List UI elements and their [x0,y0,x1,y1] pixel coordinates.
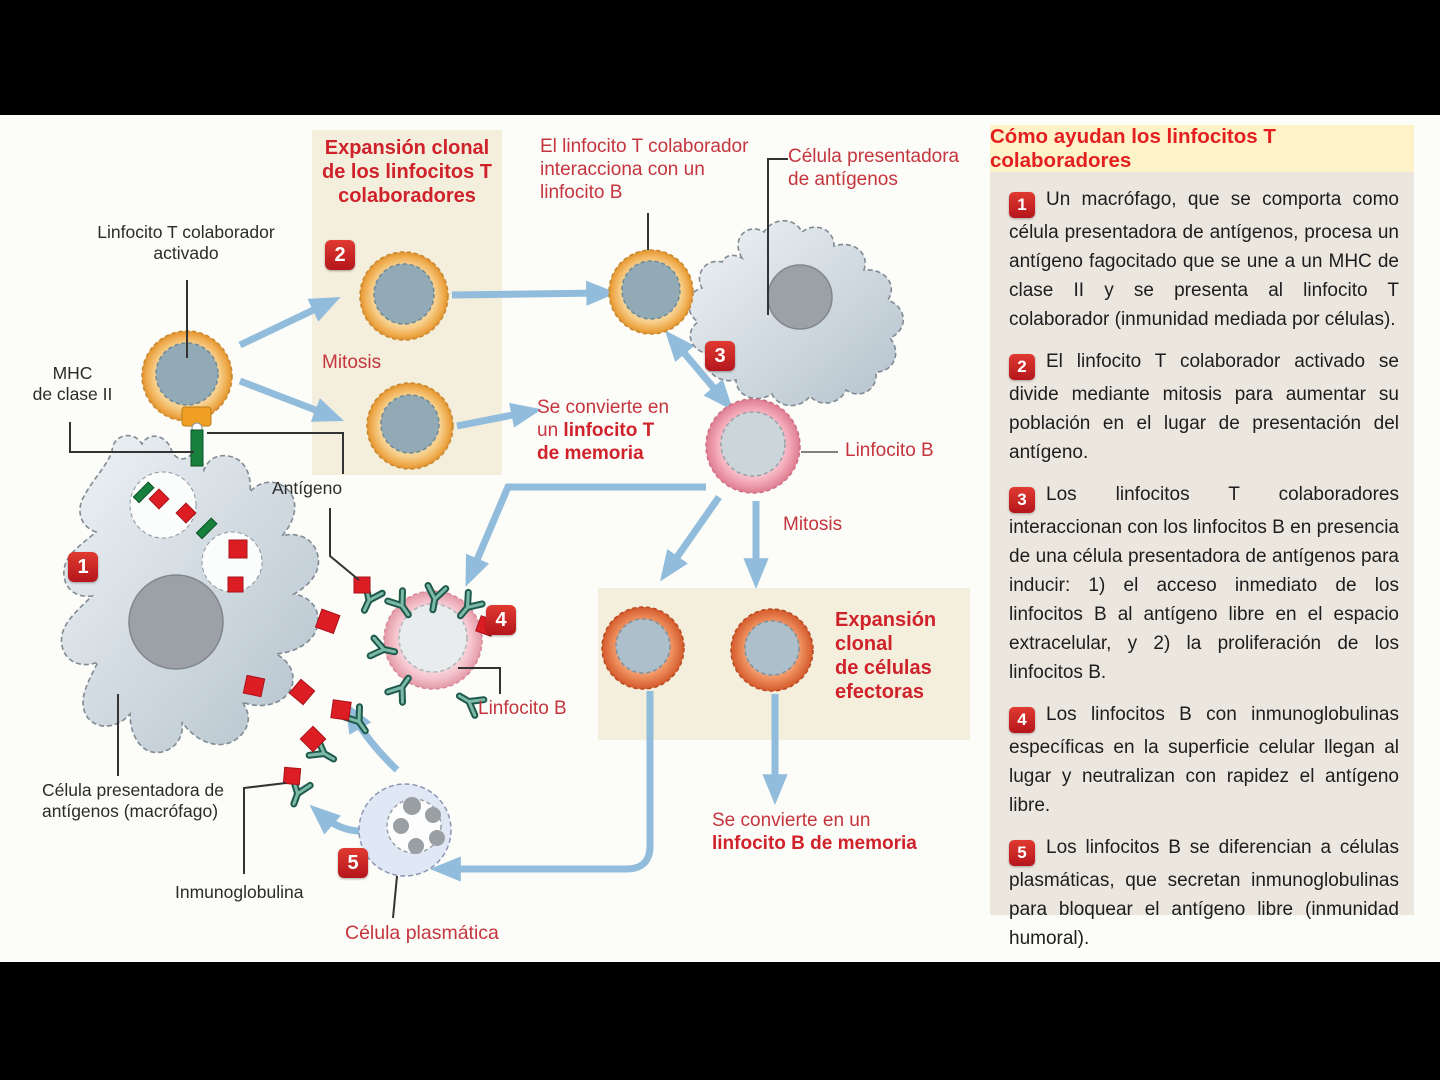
plasma-cell-granules [393,797,445,854]
memory-t-line2-bold: linfocito T [563,419,655,441]
panel-title: Cómo ayudan los linfocitos T colaborador… [990,124,1276,172]
panel-item-1-text: Un macrófago, que se comporta como célul… [1009,189,1399,330]
presented-antigen [190,429,204,467]
label-mhc: MHC de clase II [25,363,120,405]
antigen-mhc-fragment [195,517,218,540]
label-expansion-b: Expansión clonal de células efectoras [835,608,965,704]
expansion-b-line4: efectoras [835,681,924,703]
macrophage-cell [60,434,320,754]
label-mhc-line1: MHC [52,363,93,383]
arrow-t-to-clone2 [238,377,345,422]
label-linfocito-b-mid: Linfocito B [478,698,567,719]
expansion-b-line3: de células [835,657,932,679]
arrow-t-b-interaction [664,330,734,411]
antigen-mhc-fragment [132,481,155,504]
step-marker-2: 2 [325,240,355,270]
t-clone-cell-2 [366,382,454,470]
label-apc-bottom: Célula presentadora de antígenos (macróf… [42,780,224,821]
step-marker-5: 5 [338,848,368,878]
label-immunoglobulin: Inmunoglobulina [175,882,304,902]
label-apc-top: Célula presentadora de antígenos [788,146,960,190]
step-marker-4: 4 [486,605,516,635]
t-interacting-cell [608,249,694,335]
step-marker-1: 1 [68,552,98,582]
step-badge-1: 1 [1009,192,1035,218]
label-t-activated: Linfocito T colaborador activado [97,222,275,263]
label-connectors [69,158,788,919]
arrow-to-memory-t [456,402,542,430]
label-interaction: El linfocito T colaborador interacciona … [540,136,749,203]
t-clone-cell-1 [359,251,449,341]
step-badge-5: 5 [1009,840,1035,866]
expansion-b-line1: Expansión [835,609,937,631]
arrow-t-to-clone1 [238,296,341,349]
arrow-b-to-effector1 [659,494,722,582]
step-badge-2: 2 [1009,354,1035,380]
effector-b-cell-2 [730,608,814,692]
panel-item-5-text: Los linfocitos B se diferencian a célula… [1009,837,1399,949]
panel-title-strip: Cómo ayudan los linfocitos T colaborador… [990,125,1414,172]
step-badge-3: 3 [1009,487,1035,513]
effector-b-cell-1 [601,606,685,690]
label-antigen: Antígeno [272,478,343,498]
arrow-clone-to-interaction [451,280,617,306]
memory-t-line3: de memoria [537,442,644,464]
label-memory-t: Se convierte en un linfocito T de memori… [537,397,697,465]
label-mitosis-top: Mitosis [322,352,382,373]
expansion-b-line2: clonal [835,633,893,655]
label-linfocito-b-top: Linfocito B [845,440,934,461]
t-helper-activated-cell [141,330,233,467]
label-mitosis-mid: Mitosis [783,514,843,535]
panel-item-3-text: Los linfocitos T colaboradores interacci… [1009,484,1399,683]
label-expansion-t: Expansión clonal de los linfocitos T col… [321,137,492,207]
label-mhc-line2: de clase II [32,384,113,404]
memory-t-line2: un linfocito T [537,420,697,443]
memory-t-line1: Se convierte en [537,397,670,418]
memory-b-line1: Se convierte en un [712,810,871,831]
apc-top-cell [687,219,905,407]
b-lymphocyte-cell [705,398,801,494]
memory-t-line2-normal: un [537,419,559,441]
arrow-b-to-antibody-b [465,483,706,587]
step-marker-3: 3 [705,341,735,371]
label-plasma-cell: Célula plasmática [345,922,499,944]
plasma-cell [358,783,452,877]
arrow-effector-to-plasma [430,691,654,882]
memory-b-line2: linfocito B de memoria [712,832,917,854]
step-badge-4: 4 [1009,707,1035,733]
flow-arrows [238,280,788,882]
panel-item-4-text: Los linfocitos B con inmunoglobulinas es… [1009,704,1399,816]
label-memory-b: Se convierte en un linfocito B de memori… [712,810,952,856]
explanation-panel: Cómo ayudan los linfocitos T colaborador… [990,125,1414,949]
panel-item-2-text: El linfocito T colaborador activado se d… [1009,351,1399,463]
apc-top-nucleus [767,264,833,330]
antigens [148,488,497,786]
macrophage-nucleus [128,574,224,670]
